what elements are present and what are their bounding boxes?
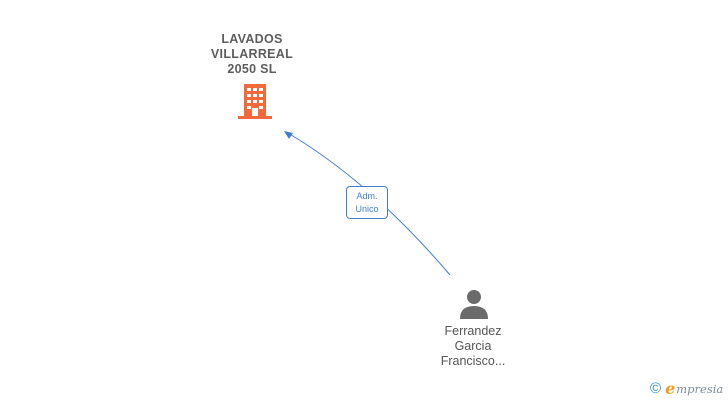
copyright-icon: © bbox=[650, 380, 662, 397]
person-name-line-2: Garcia bbox=[454, 339, 492, 353]
arrowhead-icon bbox=[284, 131, 293, 139]
brand-wordmark: mpresia bbox=[676, 382, 724, 396]
relation-label-line-1: Adm. bbox=[356, 191, 378, 201]
person-icon[interactable] bbox=[458, 288, 490, 325]
company-name-line-3: 2050 SL bbox=[227, 62, 277, 76]
company-name-line-1: LAVADOS bbox=[221, 32, 283, 46]
brand-initial: e bbox=[665, 379, 676, 398]
relation-label[interactable]: Adm. Unico bbox=[346, 186, 388, 219]
person-name-line-3: Francisco... bbox=[440, 354, 506, 368]
company-name[interactable]: LAVADOS VILLARREAL 2050 SL bbox=[192, 32, 312, 77]
company-name-line-2: VILLARREAL bbox=[210, 47, 294, 61]
brand-logo[interactable]: © e mpresia bbox=[650, 380, 723, 398]
person-name-line-1: Ferrandez bbox=[444, 324, 502, 338]
person-name[interactable]: Ferrandez Garcia Francisco... bbox=[414, 324, 532, 369]
relation-label-line-2: Unico bbox=[355, 204, 379, 214]
building-icon[interactable] bbox=[238, 84, 272, 125]
